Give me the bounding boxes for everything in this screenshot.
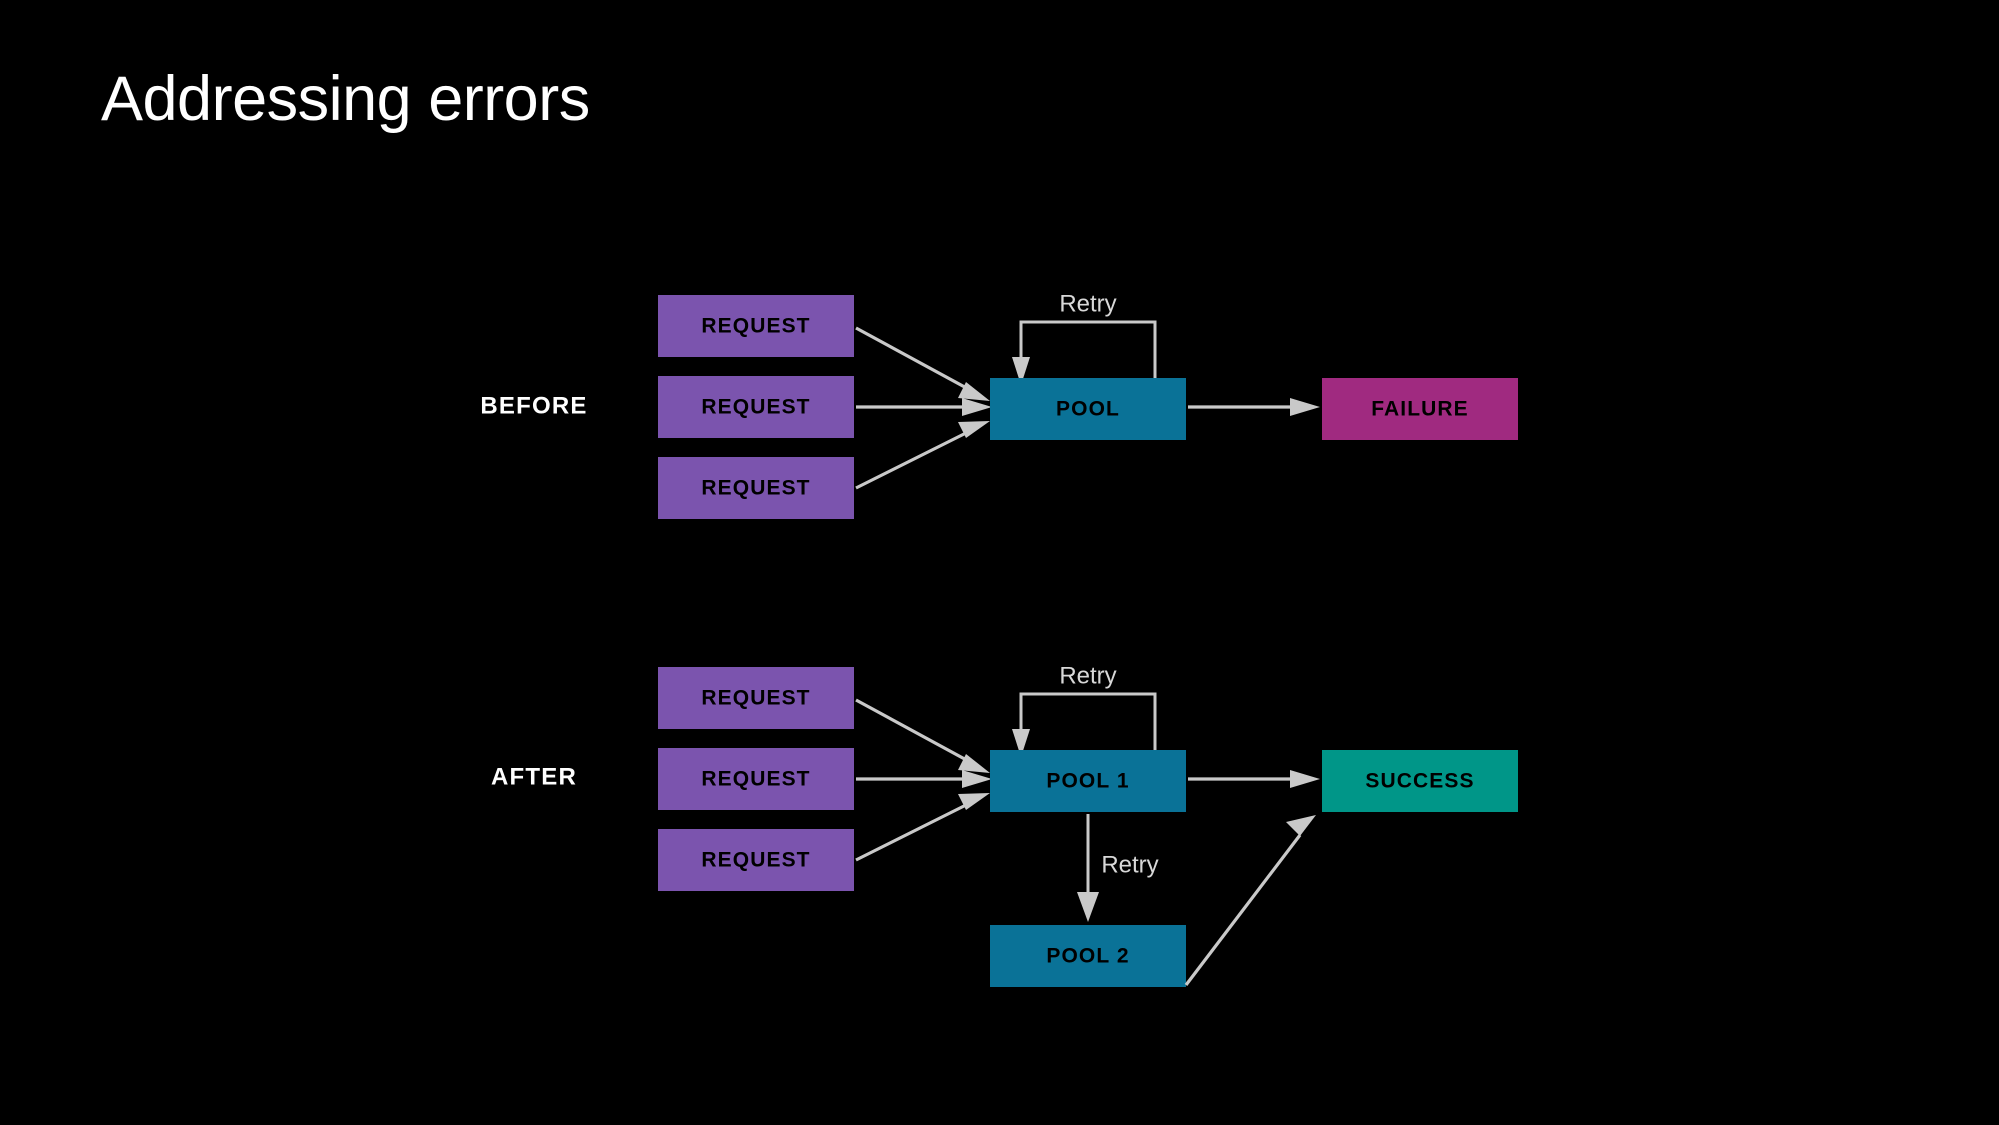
pool-box-fill — [990, 378, 1186, 440]
pool-box-label: POOL 2 — [1046, 945, 1129, 968]
arrow-pool-to-failure-before — [1188, 398, 1320, 416]
success-box-label: SUCCESS — [1365, 770, 1474, 793]
request-box-before-2: REQUEST — [658, 376, 854, 438]
pool-box-fill — [990, 750, 1186, 812]
retry-arrow-pool1-to-pool2-after: Retry — [1077, 814, 1159, 922]
arrow-request1-to-pool-before — [855, 326, 990, 401]
request-box-after-2: REQUEST — [658, 748, 854, 810]
section-after: AFTER REQUEST REQUEST REQUEST — [491, 662, 1518, 987]
failure-box-label: FAILURE — [1371, 398, 1469, 421]
request-box-label: REQUEST — [701, 849, 810, 872]
retry-label-pool1-after: Retry — [1059, 662, 1116, 689]
pool-box-label: POOL 1 — [1046, 770, 1129, 793]
arrow-request2-to-pool-before — [856, 398, 992, 416]
request-box-before-1: REQUEST — [658, 295, 854, 357]
failure-box-fill — [1322, 378, 1518, 440]
request-box-after-3: REQUEST — [658, 829, 854, 891]
request-box-fill — [658, 457, 854, 519]
pool-box-label: POOL — [1056, 398, 1120, 421]
request-box-fill — [658, 376, 854, 438]
arrow-request2-to-pool1-after — [856, 770, 992, 788]
arrow-pool1-to-success-after — [1188, 770, 1320, 788]
pool-box-before: POOL — [990, 378, 1186, 440]
request-box-after-1: REQUEST — [658, 667, 854, 729]
section-before: BEFORE REQUEST REQUEST REQUEST — [480, 290, 1518, 519]
arrow-request3-to-pool1-after — [855, 793, 990, 862]
arrow-request1-to-pool1-after — [855, 698, 990, 773]
request-box-fill — [658, 748, 854, 810]
success-box-fill — [1322, 750, 1518, 812]
request-box-fill — [658, 829, 854, 891]
arrow-pool2-to-success-after — [1184, 815, 1316, 986]
arrow-request3-to-pool-before — [855, 421, 990, 490]
retry-label-before: Retry — [1059, 290, 1116, 317]
stage-label-before: BEFORE — [480, 392, 587, 419]
request-box-label: REQUEST — [701, 687, 810, 710]
success-box-after: SUCCESS — [1322, 750, 1518, 812]
request-box-label: REQUEST — [701, 768, 810, 791]
retry-loop-pool1-after: Retry — [1012, 662, 1157, 757]
failure-box-before: FAILURE — [1322, 378, 1518, 440]
request-box-label: REQUEST — [701, 477, 810, 500]
page-title: Addressing errors — [101, 64, 590, 134]
request-box-fill — [658, 295, 854, 357]
stage-label-after: AFTER — [491, 763, 577, 790]
request-box-label: REQUEST — [701, 396, 810, 419]
pool1-box-after: POOL 1 — [990, 750, 1186, 812]
request-box-label: REQUEST — [701, 315, 810, 338]
retry-loop-before: Retry — [1012, 290, 1157, 385]
pool-box-fill — [990, 925, 1186, 987]
request-box-before-3: REQUEST — [658, 457, 854, 519]
retry-label-pool2-after: Retry — [1101, 851, 1158, 878]
request-box-fill — [658, 667, 854, 729]
pool2-box-after: POOL 2 — [990, 925, 1186, 987]
